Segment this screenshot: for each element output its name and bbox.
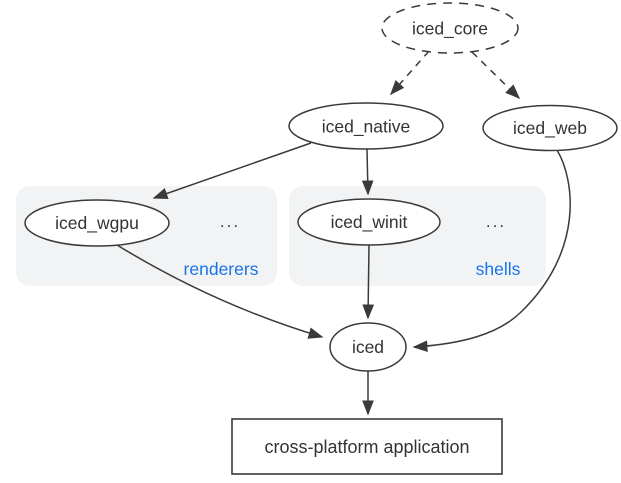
node-iced-web (482, 104, 618, 152)
edge-iced_native-iced_winit (361, 148, 374, 196)
node-iced-winit (297, 198, 441, 246)
node-iced-label: iced (352, 337, 384, 357)
renderers-more-indicator: ... (220, 212, 240, 231)
edge-iced_native-iced_wgpu (152, 142, 312, 200)
renderers-group-label: renderers (184, 259, 259, 279)
edge-iced_core-iced_native (390, 50, 430, 96)
node-iced-web-label: iced_web (513, 118, 587, 139)
node-application-label: cross-platform application (264, 437, 469, 457)
shells-more-indicator: ... (486, 212, 506, 231)
shells-group-label: shells (476, 259, 521, 279)
node-iced-native (288, 102, 444, 150)
node-iced-core (381, 2, 519, 54)
node-iced (329, 322, 407, 372)
edge-iced_winit-iced (362, 244, 375, 320)
edge-iced_web-iced (412, 149, 571, 352)
edge-iced_wgpu-iced (116, 244, 324, 339)
node-iced-wgpu-label: iced_wgpu (55, 213, 139, 234)
node-application (231, 418, 503, 475)
node-iced-native-label: iced_native (322, 117, 411, 138)
node-iced-winit-label: iced_winit (331, 212, 408, 233)
node-iced-wgpu (24, 199, 170, 247)
edge-iced_core-iced_web (471, 51, 521, 100)
node-iced-core-label: iced_core (412, 19, 488, 40)
